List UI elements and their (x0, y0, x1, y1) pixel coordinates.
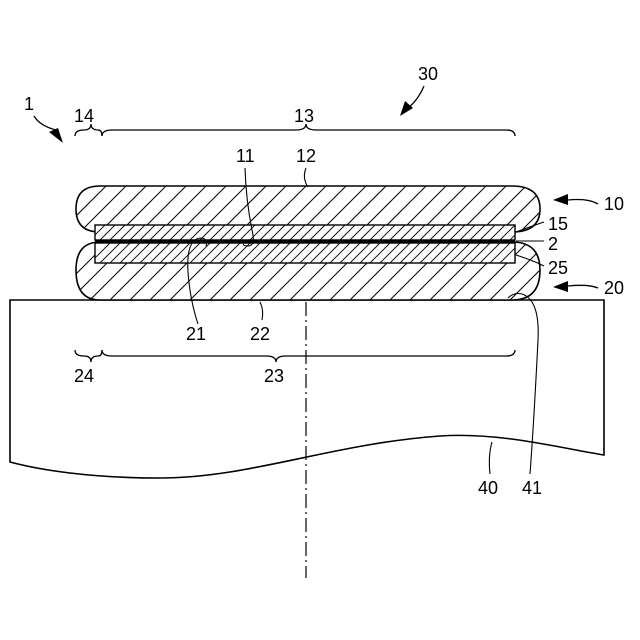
substrate-40 (10, 300, 604, 478)
label-23: 23 (264, 366, 284, 386)
label-25: 25 (548, 258, 568, 278)
arrow-10-head (553, 194, 568, 205)
arrow-20 (568, 285, 598, 288)
label-24: 24 (74, 366, 94, 386)
leader-40 (489, 442, 492, 474)
arrow-10 (568, 200, 598, 205)
label-41: 41 (522, 478, 542, 498)
label-12: 12 (296, 146, 316, 166)
arrow-30-head (400, 101, 413, 116)
label-21: 21 (186, 324, 206, 344)
leader-12 (304, 168, 308, 187)
label-15: 15 (548, 214, 568, 234)
layer-25 (90, 243, 520, 263)
label-13: 13 (294, 106, 314, 126)
label-20: 20 (604, 278, 624, 298)
label-40: 40 (478, 478, 498, 498)
label-10: 10 (604, 194, 624, 214)
label-1: 1 (24, 94, 34, 114)
arrow-1-head (49, 128, 63, 143)
label-14: 14 (74, 106, 94, 126)
arrow-20-head (553, 281, 568, 292)
arrow-1 (34, 116, 56, 130)
label-2: 2 (548, 234, 558, 254)
label-22: 22 (250, 324, 270, 344)
label-11: 11 (236, 146, 255, 166)
label-30: 30 (418, 64, 438, 84)
arrow-30 (408, 86, 424, 108)
layer-15 (90, 225, 525, 240)
